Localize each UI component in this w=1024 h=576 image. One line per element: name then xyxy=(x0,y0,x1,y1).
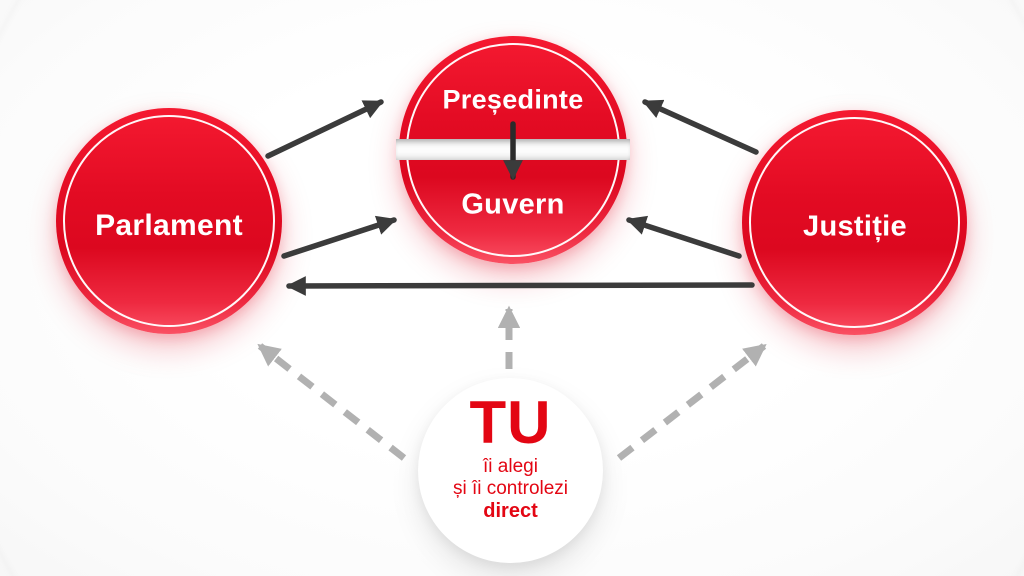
node-parlament xyxy=(56,108,282,334)
node-inner-ring xyxy=(63,115,275,327)
tu-subtitle-line3: direct xyxy=(483,500,538,523)
node-justitie xyxy=(742,110,967,335)
split-gap xyxy=(396,139,630,160)
tu-title: TU xyxy=(469,389,552,456)
node-label-presedinte: Președinte xyxy=(442,84,584,115)
node-label-justitie: Justiție xyxy=(803,210,907,243)
node-inner-ring xyxy=(749,117,960,328)
tu-subtitle-line1: îi alegi xyxy=(483,456,538,478)
node-tu: TU îi alegi și îi controlezi direct xyxy=(418,378,603,563)
node-label-parlament: Parlament xyxy=(95,209,243,242)
tu-subtitle-line2: și îi controlezi xyxy=(452,478,569,500)
node-label-guvern: Guvern xyxy=(461,188,565,221)
